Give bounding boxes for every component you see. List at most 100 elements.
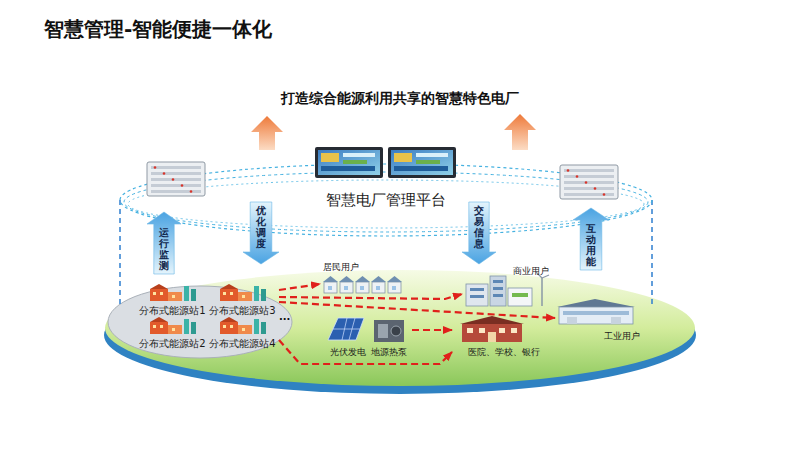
figure-part bbox=[391, 150, 453, 175]
ground-disc bbox=[105, 270, 695, 386]
figure-part bbox=[560, 165, 618, 199]
energy-station: 分布式能源站4 bbox=[206, 316, 279, 350]
text-group: 分布式能源站3 bbox=[209, 305, 275, 317]
figure-part bbox=[462, 324, 522, 342]
figure-part bbox=[557, 299, 635, 307]
figure-part bbox=[371, 276, 386, 282]
figure-part bbox=[230, 292, 233, 295]
figure-part bbox=[493, 294, 503, 297]
figure-part bbox=[343, 153, 375, 157]
figure-part bbox=[184, 286, 189, 301]
text-group: 互动用能 bbox=[586, 223, 596, 267]
user-name: 地源热泵 bbox=[371, 347, 407, 358]
flow-connector bbox=[279, 294, 462, 299]
user-site: 居民用户 bbox=[320, 262, 408, 296]
figure-part bbox=[378, 324, 388, 338]
text-group: 分布式能源站2 bbox=[139, 338, 205, 350]
station-name: 分布式能源站1 bbox=[139, 305, 205, 317]
figure-part bbox=[318, 150, 380, 175]
figure-part bbox=[564, 169, 614, 172]
ellipsis-mark-holder: ... bbox=[279, 305, 290, 324]
subtitle: 打造综合能源利用共享的智慧特色电厂 bbox=[281, 90, 519, 106]
user-name: 工业用户 bbox=[604, 331, 640, 342]
station-name: 分布式能源站4 bbox=[209, 338, 275, 350]
figure-part bbox=[488, 332, 496, 342]
figure-part bbox=[340, 282, 353, 293]
down-arrow-box: 交易信息 bbox=[462, 202, 496, 264]
figure-part bbox=[321, 153, 339, 162]
figure-part bbox=[470, 288, 484, 291]
platform-ellipse: 智慧电厂管理平台 bbox=[118, 160, 654, 240]
figure-part bbox=[172, 295, 175, 298]
figure-part bbox=[220, 284, 238, 289]
figure-part bbox=[328, 286, 332, 290]
text-group: 医院、学校、银行 bbox=[468, 347, 540, 358]
arrow-shape bbox=[147, 212, 181, 274]
figure-part bbox=[356, 282, 369, 293]
platform-name: 智慧电厂管理平台 bbox=[318, 189, 454, 212]
figure-part bbox=[172, 328, 175, 331]
figure-part bbox=[355, 276, 370, 282]
arrow-caption: 运行监测 bbox=[159, 227, 169, 271]
figure-part bbox=[160, 292, 163, 295]
figure-part bbox=[374, 320, 404, 342]
text-group: 分布式能源站1 bbox=[139, 305, 205, 317]
figure-part bbox=[339, 276, 354, 282]
figure-part bbox=[261, 322, 266, 334]
text-group: 工业用户 bbox=[604, 331, 640, 342]
down-arrow-box: 优化调度 bbox=[243, 202, 279, 264]
figure-part bbox=[181, 184, 184, 187]
figure-part bbox=[315, 147, 383, 178]
figure-part bbox=[191, 289, 196, 301]
figure-part bbox=[242, 295, 245, 298]
user-site: 光伏发电地源热泵 bbox=[324, 314, 412, 358]
figure-part bbox=[220, 317, 238, 322]
figure-part bbox=[343, 160, 367, 164]
user-site: 医院、学校、银行 bbox=[452, 314, 548, 358]
figure-part bbox=[376, 286, 380, 290]
figure-part bbox=[567, 317, 577, 324]
dashed-link bbox=[119, 200, 121, 306]
figure-part bbox=[238, 325, 252, 334]
text-group: 商业用户 bbox=[513, 266, 549, 277]
arrow-shape bbox=[573, 208, 609, 270]
figure-part bbox=[321, 166, 375, 171]
figure-part bbox=[576, 175, 579, 178]
figure-part bbox=[220, 289, 238, 301]
figure-part bbox=[564, 187, 614, 190]
orange-arrow bbox=[504, 114, 536, 150]
figure-part bbox=[344, 286, 348, 290]
flow-connector bbox=[279, 340, 452, 364]
figure-part bbox=[391, 326, 401, 336]
up-arrow-box: 运行监测 bbox=[147, 212, 181, 274]
page-title: 智慧管理-智能便捷一体化 bbox=[44, 17, 272, 41]
arrow-shape bbox=[462, 202, 496, 264]
figure-part bbox=[342, 318, 347, 340]
figure-part bbox=[190, 190, 193, 193]
figure-part bbox=[387, 276, 402, 282]
figure-part bbox=[153, 292, 156, 295]
ellipsis-mark: ... bbox=[279, 311, 290, 322]
figure-part bbox=[254, 319, 259, 334]
figure-part bbox=[191, 322, 196, 334]
figure-part bbox=[150, 322, 168, 334]
arrow-caption: 优化调度 bbox=[256, 205, 266, 249]
station-name: 分布式能源站3 bbox=[209, 305, 275, 317]
figure-part bbox=[564, 181, 614, 184]
user-site: 商业用户 bbox=[462, 266, 552, 308]
figure-part bbox=[223, 292, 226, 295]
figure-part bbox=[150, 289, 168, 301]
energy-station: 分布式能源站2 bbox=[136, 316, 209, 350]
figure-part bbox=[333, 329, 360, 330]
title-holder: 智慧管理-智能便捷一体化 bbox=[44, 16, 272, 43]
text-group: 交易信息 bbox=[474, 205, 484, 249]
user-name: 居民用户 bbox=[323, 262, 359, 273]
figure-part bbox=[151, 190, 201, 193]
figure-part bbox=[564, 193, 614, 196]
user-name: 商业用户 bbox=[513, 266, 549, 277]
figure-part bbox=[559, 307, 633, 324]
up-arrow-box: 互动用能 bbox=[573, 208, 609, 270]
text-group: 分布式能源站4 bbox=[209, 338, 275, 350]
